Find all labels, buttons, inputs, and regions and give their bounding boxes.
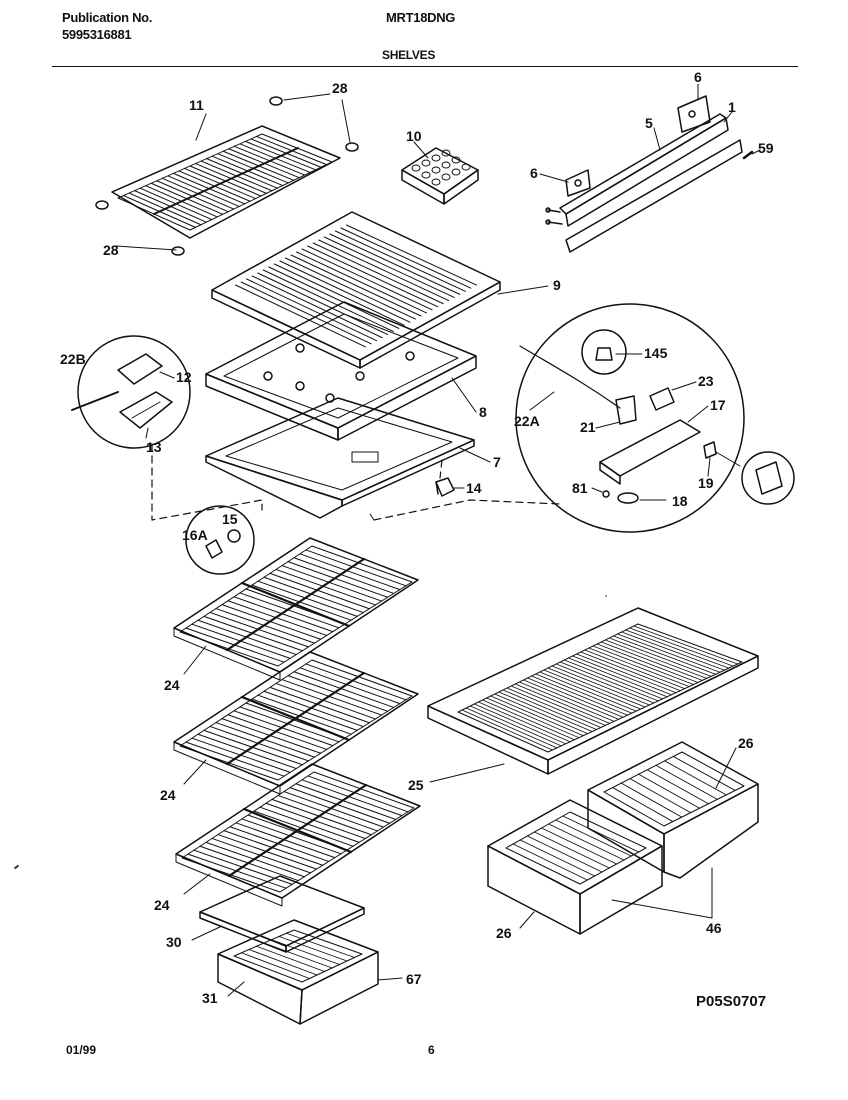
crisper-drawer-left[interactable] — [487, 799, 663, 935]
shelf-end-caps[interactable] — [95, 96, 359, 256]
callout-14: 14 — [466, 480, 482, 496]
control-cover[interactable] — [119, 391, 173, 429]
callout-6: 6 — [530, 165, 538, 181]
revision-date: 01/99 — [66, 1043, 97, 1057]
detail-circle-right — [515, 303, 795, 597]
screw-icon[interactable] — [602, 490, 610, 498]
leader-lines — [115, 83, 761, 997]
callout-28: 28 — [103, 242, 119, 258]
wire-shelf-3[interactable] — [175, 763, 421, 907]
section-title: SHELVES — [382, 48, 436, 62]
rail-bracket-upper[interactable] — [677, 95, 711, 133]
shelf-support-rails[interactable] — [545, 95, 754, 253]
callout-10: 10 — [406, 128, 422, 144]
callout-6: 6 — [694, 69, 702, 85]
light-bulb-inset — [581, 329, 627, 375]
callout-25: 25 — [408, 777, 424, 793]
callout-28: 28 — [332, 80, 348, 96]
wire-shelf-2[interactable] — [173, 651, 419, 795]
detail-circle-lamp — [185, 505, 255, 575]
callout-24: 24 — [164, 677, 180, 693]
wire-shelf-top-rods — [123, 135, 328, 228]
callout-67: 67 — [406, 971, 422, 987]
callout-59: 59 — [758, 140, 774, 156]
callout-46: 46 — [706, 920, 722, 936]
page-number: 6 — [428, 1043, 435, 1057]
deli-cover-shelf[interactable] — [211, 211, 501, 369]
wire-shelf-top[interactable] — [111, 125, 341, 239]
callout-26: 26 — [738, 735, 754, 751]
callout-labels: 11 28 28 10 6 6 5 1 59 9 22B 12 13 8 7 1… — [60, 69, 774, 1006]
callout-7: 7 — [493, 454, 501, 470]
diagram-code: P05S0707 — [696, 993, 767, 1010]
pan-cover[interactable] — [199, 875, 365, 953]
callout-19: 19 — [698, 475, 714, 491]
publication-label: Publication No. — [62, 10, 153, 25]
deli-pan[interactable] — [205, 397, 475, 519]
callout-1: 1 — [728, 99, 736, 115]
callout-26: 26 — [496, 925, 512, 941]
control-knob-housing[interactable] — [117, 353, 163, 385]
header-rule — [52, 66, 798, 67]
lamp-socket[interactable] — [205, 539, 223, 559]
shaft — [71, 391, 119, 411]
callout-22b: 22B — [60, 351, 86, 367]
washer[interactable] — [617, 492, 639, 504]
callout-81: 81 — [572, 480, 588, 496]
callout-8: 8 — [479, 404, 487, 420]
light-socket[interactable] — [615, 395, 637, 425]
callout-18: 18 — [672, 493, 688, 509]
model-number: MRT18DNG — [386, 10, 456, 25]
wire — [519, 345, 621, 409]
screw-icon[interactable] — [742, 150, 754, 160]
detail-circle-left — [71, 335, 191, 449]
leader-dashed — [151, 443, 561, 521]
crisper-cover-shelf[interactable] — [427, 607, 759, 775]
crisper-drawer-right[interactable] — [587, 741, 759, 879]
callout-17: 17 — [710, 397, 726, 413]
thermostat[interactable] — [649, 387, 675, 411]
light-switch[interactable] — [703, 441, 717, 459]
control-box[interactable] — [599, 419, 701, 477]
callout-24: 24 — [154, 897, 170, 913]
callout-30: 30 — [166, 934, 182, 950]
wire-shelf-1[interactable] — [173, 537, 419, 681]
callout-145: 145 — [644, 345, 668, 361]
callout-12: 12 — [176, 369, 192, 385]
egg-tray[interactable] — [401, 147, 479, 205]
publication-number: 5995316881 — [62, 27, 132, 42]
bulb-icon[interactable] — [595, 347, 613, 361]
callout-22a: 22A — [514, 413, 540, 429]
deli-frame[interactable] — [205, 301, 477, 441]
callout-13: 13 — [146, 439, 162, 455]
callout-24: 24 — [160, 787, 176, 803]
callout-5: 5 — [645, 115, 653, 131]
callout-31: 31 — [202, 990, 218, 1006]
callout-15: 15 — [222, 511, 238, 527]
bulb-icon[interactable] — [227, 529, 241, 543]
deli-clip[interactable] — [435, 477, 455, 497]
rail-bracket-lower[interactable] — [565, 169, 591, 197]
callout-23: 23 — [698, 373, 714, 389]
callout-16a: 16A — [182, 527, 208, 543]
callout-9: 9 — [553, 277, 561, 293]
callout-21: 21 — [580, 419, 596, 435]
meat-pan[interactable] — [217, 919, 379, 1025]
switch-inset — [741, 451, 795, 505]
callout-11: 11 — [189, 97, 204, 113]
